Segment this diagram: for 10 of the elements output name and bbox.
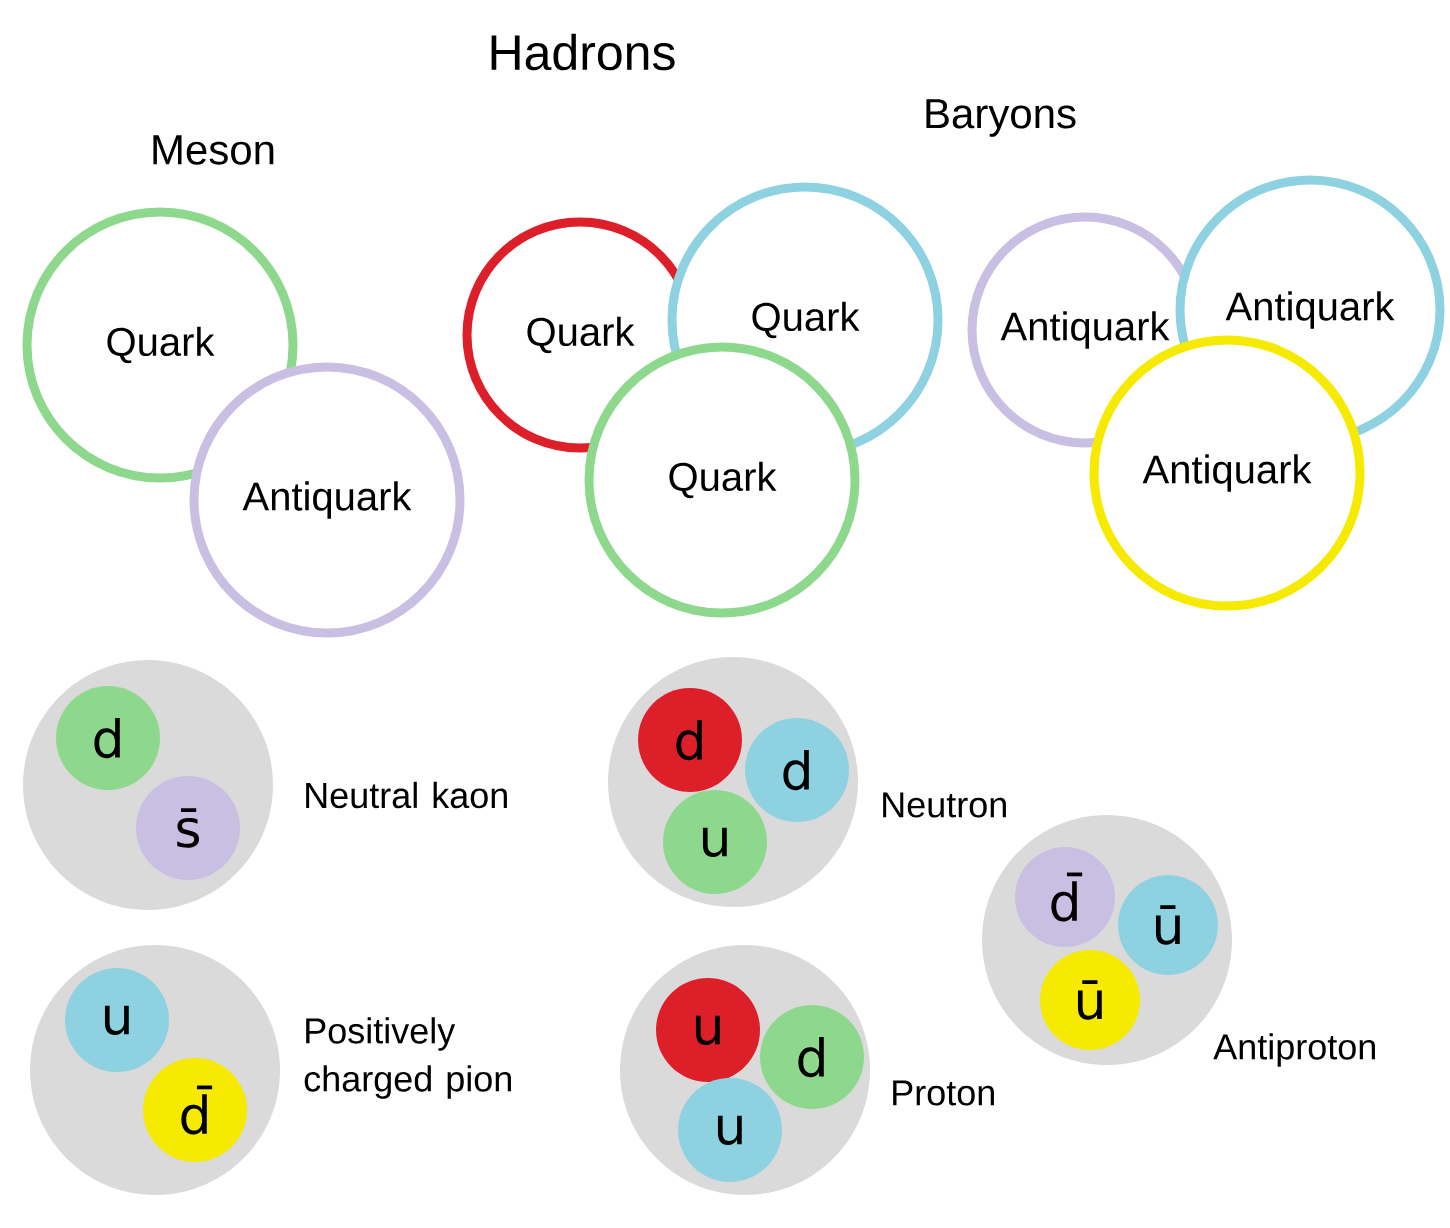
title: Hadrons [491,33,675,71]
node-label: Antiquark [1225,291,1395,329]
particle-name: Positively charged pion [304,1017,511,1099]
particle-name: Proton [893,1080,994,1106]
particle-name: Neutron [883,792,1006,818]
particle-name: Antiproton [1213,1033,1375,1067]
group-heading: Baryons [926,99,1076,137]
group-heading: Meson [153,135,274,165]
particle-name: Neutral kaon [306,781,507,809]
node-label: Antiquark [1142,454,1312,492]
